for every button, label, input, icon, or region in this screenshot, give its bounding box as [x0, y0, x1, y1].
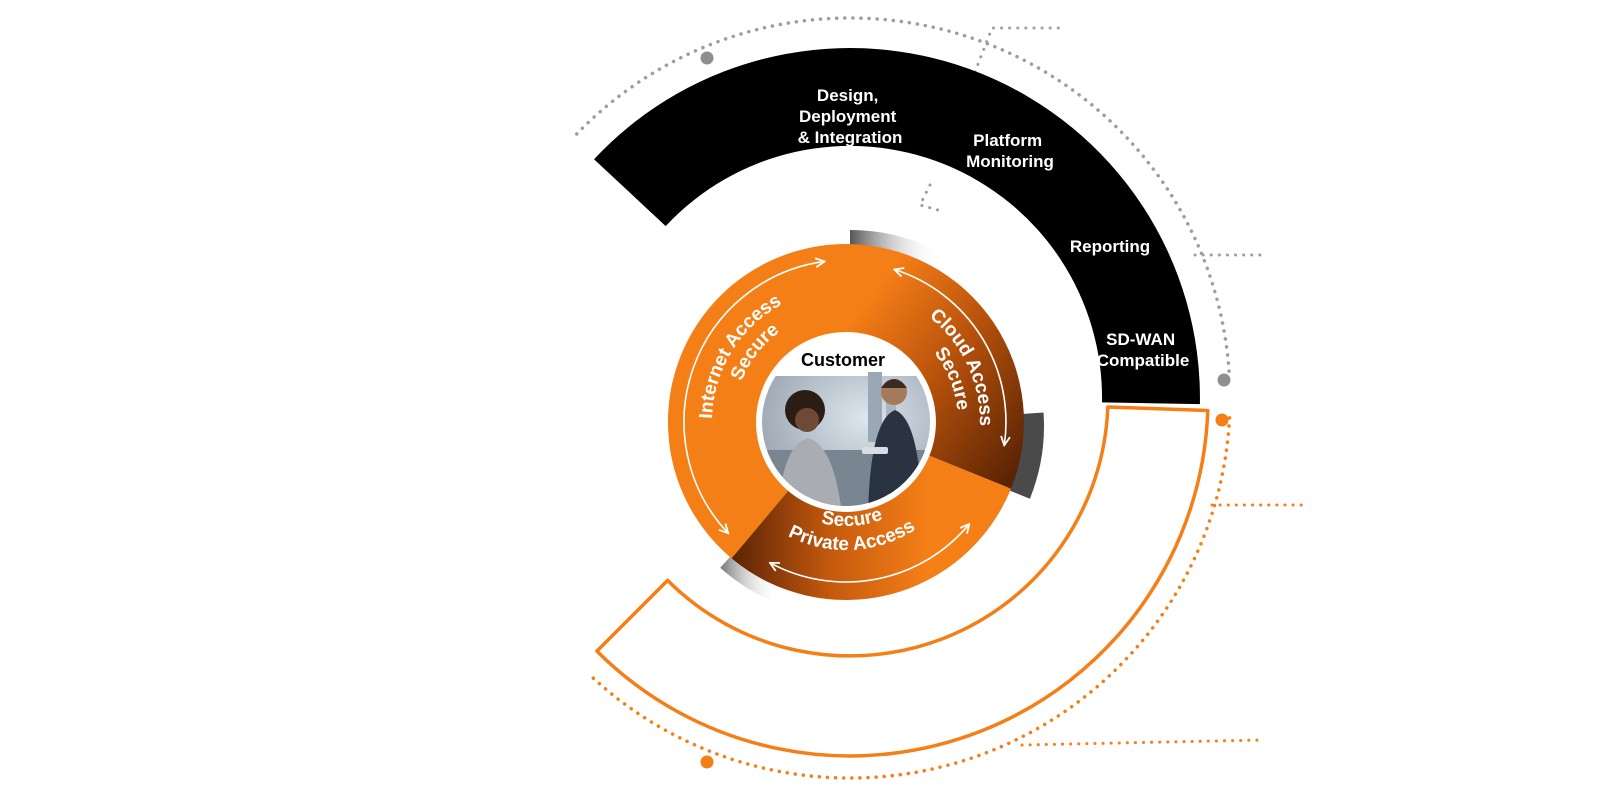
label-platform-monitoring: Platform Monitoring [966, 131, 1054, 171]
gray-arc-start-dot [700, 51, 714, 65]
gray-dotted-connectors [574, 16, 1264, 387]
orange-outline-band [595, 405, 1210, 758]
label-design-deployment: Design, Deployment & Integration [798, 86, 903, 147]
inner-ring-shadow-right [1007, 412, 1044, 499]
gray-leader-top [973, 26, 1064, 74]
outer-services-band [594, 48, 1200, 405]
gray-leader-inner [917, 183, 940, 212]
customer-label: Customer [801, 350, 885, 370]
customer-circle: Customer [758, 334, 934, 510]
gray-dotted-arc [574, 16, 1232, 380]
orange-arc-end-dot [700, 755, 714, 769]
gray-arc-end-dot [1217, 373, 1231, 387]
orange-dotted-arc [589, 416, 1232, 780]
orange-dotted-connectors [589, 413, 1308, 780]
arrow-cloud-access [895, 270, 1006, 445]
orange-arc-start-dot [1215, 413, 1229, 427]
inner-ring-shadow-bottom [720, 549, 780, 600]
arrow-internet-access [683, 262, 824, 533]
arrow-private-access [771, 525, 969, 583]
outer-band-labels: Design, Deployment & Integration Platfor… [798, 86, 1190, 370]
orange-leader-bottom [1020, 738, 1264, 747]
label-reporting: Reporting [1070, 237, 1150, 256]
label-sd-wan-compatible: SD-WAN Compatible [1097, 330, 1190, 370]
